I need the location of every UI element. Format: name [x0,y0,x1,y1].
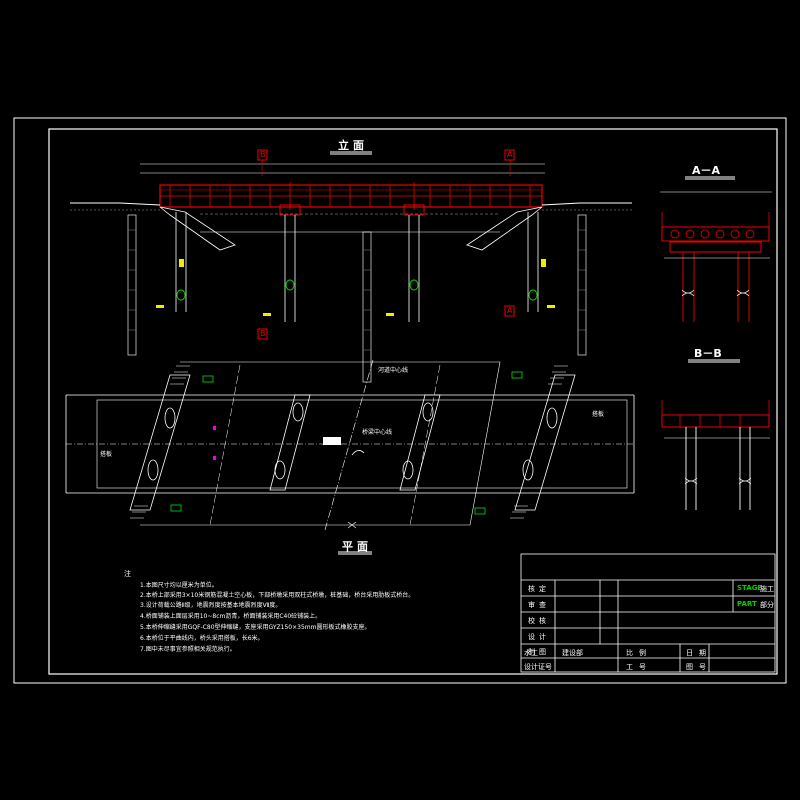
note-line-2: 2.本桥上部采用3×10米钢筋混凝土空心板，下部桥墩采用双柱式桥墩，桩基础，桥台… [140,592,415,599]
note-line-3: 3.设计荷载公路Ⅱ级，地震烈度按基本地震烈度Ⅶ度。 [140,602,282,609]
section-mark-b-bottom: B [260,329,266,338]
plan-bridge-center-label: 桥梁中心线 [362,429,393,436]
note-line-6: 6.本桥位于平曲线内，桥头采用搭板，长6米。 [140,635,264,642]
section-b-b [661,359,770,510]
sheet-inner-border [48,128,778,675]
tb-part-label: PART [737,600,757,608]
section-a-a-title: A－A [692,164,721,177]
plan-title: 平面 [342,540,372,553]
section-mark-b-top: B [260,150,266,159]
section-mark-a-top: A [507,150,513,159]
title-block-grid [520,553,776,673]
plan-view [65,359,635,555]
plan-right-slab-label: 搭板 [592,411,605,418]
section-b-b-title: B－B [694,347,722,360]
elevation-title: 立面 [338,139,368,152]
tb-sheet-label: 图号 [686,663,712,671]
notes-heading: 注 [124,570,131,578]
sheet-outer-border [13,117,787,684]
tb-bottom-left-2: 设计证号 [524,663,552,671]
elevation-view [70,149,632,383]
tb-row-1: 核定 [528,585,550,593]
tb-date-label: 日期 [686,649,712,657]
tb-row-3: 校核 [528,617,550,625]
tb-stage-label: STAGE [737,584,763,592]
plan-river-center-label: 河道中心线 [378,367,409,374]
tb-scale-label: 比例 [626,649,652,657]
note-line-5: 5.本桥伸缩缝采用GQF-C80型伸缩缝，支座采用GYZ150×35mm圆形板式… [140,624,371,631]
note-line-1: 1.本图尺寸均以厘米为单位。 [140,582,218,589]
tb-reviewer-label: 建设部 [562,649,583,657]
note-line-4: 4.桥面铺装上面层采用10~8cm沥青，桥面铺装采用C40砼铺装上。 [140,613,322,620]
section-a-a [660,176,772,322]
section-mark-a-bottom: A [507,306,513,315]
tb-project-label: 工号 [626,663,652,671]
note-line-7: 7.图中未尽事宜参照相关规范执行。 [140,646,236,653]
tb-stage-value: 施工 [760,585,774,593]
tb-part-value: 部分 [760,601,774,609]
plan-left-slab-label: 搭板 [100,451,113,458]
tb-row-4: 设计 [528,633,550,641]
tb-bottom-left-1: 水工 [524,649,538,657]
tb-row-2: 审查 [528,601,550,609]
tb-row-5: 制图 [528,648,550,656]
